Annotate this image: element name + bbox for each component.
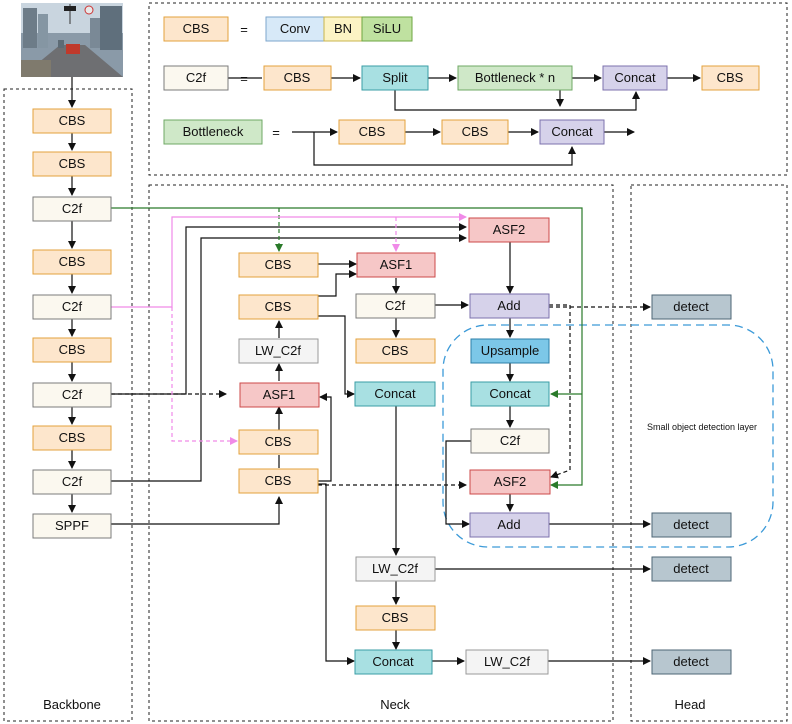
head-detect-2: detect xyxy=(673,517,709,532)
legend-bn-label: BN xyxy=(334,21,352,36)
neck-cbs-m2: CBS xyxy=(382,343,409,358)
head: detect detect detect detect xyxy=(651,294,732,675)
green-connections xyxy=(111,207,583,489)
legend-equals-3: = xyxy=(272,125,280,140)
legend-equals-2: = xyxy=(240,71,248,86)
backbone-label: Backbone xyxy=(43,697,101,712)
neck-upsample: Upsample xyxy=(481,343,540,358)
neck: CBS CBS LW_C2f ASF1 CBS CBS ASF1 C2f CBS… xyxy=(238,217,551,675)
legend-bottleneck-n-label: Bottleneck * n xyxy=(475,70,555,85)
backbone-cbs-2: CBS xyxy=(59,156,86,171)
neck-concat-right: Concat xyxy=(489,386,531,401)
legend-frame xyxy=(148,2,788,176)
legend-split-label: Split xyxy=(382,70,408,85)
legend-c2f-label: C2f xyxy=(186,70,207,85)
head-detect-4: detect xyxy=(673,654,709,669)
legend-c2f-cbs-in: CBS xyxy=(284,70,311,85)
neck-add-top: Add xyxy=(497,298,520,313)
backbone-frame xyxy=(3,88,133,722)
neck-cbs-top: CBS xyxy=(265,257,292,272)
neck-asf2-low: ASF2 xyxy=(494,474,527,489)
legend-bt-concat: Concat xyxy=(551,124,593,139)
backbone-c2f-4: C2f xyxy=(62,474,83,489)
small-object-label: Small object detection layer xyxy=(647,422,757,432)
backbone: CBS CBS C2f CBS C2f CBS C2f CBS C2f SPPF xyxy=(32,108,112,539)
backbone-c2f-3: C2f xyxy=(62,387,83,402)
legend-conv-label: Conv xyxy=(280,21,311,36)
legend-silu-label: SiLU xyxy=(373,21,401,36)
neck-asf1-left: ASF1 xyxy=(263,387,296,402)
neck-concat-b: Concat xyxy=(372,654,414,669)
legend-equals-1: = xyxy=(240,22,248,37)
small-object-region xyxy=(442,324,774,548)
head-detect-1: detect xyxy=(673,299,709,314)
backbone-cbs-4: CBS xyxy=(59,342,86,357)
backbone-cbs-5: CBS xyxy=(59,430,86,445)
connections xyxy=(68,74,701,665)
legend-cbs-label: CBS xyxy=(183,21,210,36)
input-image xyxy=(21,3,123,77)
neck-add-low: Add xyxy=(497,517,520,532)
legend-bt-cbs2: CBS xyxy=(462,124,489,139)
neck-label: Neck xyxy=(380,697,410,712)
neck-asf2-top: ASF2 xyxy=(493,222,526,237)
neck-frame xyxy=(148,184,614,722)
backbone-cbs-3: CBS xyxy=(59,254,86,269)
head-detect-3: detect xyxy=(673,561,709,576)
neck-asf1-top: ASF1 xyxy=(380,257,413,272)
legend-bt-cbs1: CBS xyxy=(359,124,386,139)
pink-connections xyxy=(111,213,467,445)
backbone-c2f-2: C2f xyxy=(62,299,83,314)
backbone-cbs-1: CBS xyxy=(59,113,86,128)
neck-cbs-mid: CBS xyxy=(265,299,292,314)
backbone-sppf: SPPF xyxy=(55,518,89,533)
legend-c2f-cbs-out: CBS xyxy=(717,70,744,85)
legend: CBS = Conv BN SiLU C2f = CBS Split Bottl… xyxy=(163,16,760,145)
neck-cbs-bottom: CBS xyxy=(265,473,292,488)
neck-c2f-mid: C2f xyxy=(385,298,406,313)
neck-cbs-low: CBS xyxy=(265,434,292,449)
neck-cbs-b: CBS xyxy=(382,610,409,625)
neck-lwc2f-b2: LW_C2f xyxy=(484,654,530,669)
backbone-c2f-1: C2f xyxy=(62,201,83,216)
neck-lwc2f-bottom: LW_C2f xyxy=(372,561,418,576)
neck-c2f-right: C2f xyxy=(500,433,521,448)
neck-concat-mid: Concat xyxy=(374,386,416,401)
legend-concat-label: Concat xyxy=(614,70,656,85)
head-frame xyxy=(630,184,788,722)
head-label: Head xyxy=(674,697,705,712)
neck-lwc2f-left: LW_C2f xyxy=(255,343,301,358)
legend-bottleneck-label: Bottleneck xyxy=(183,124,244,139)
